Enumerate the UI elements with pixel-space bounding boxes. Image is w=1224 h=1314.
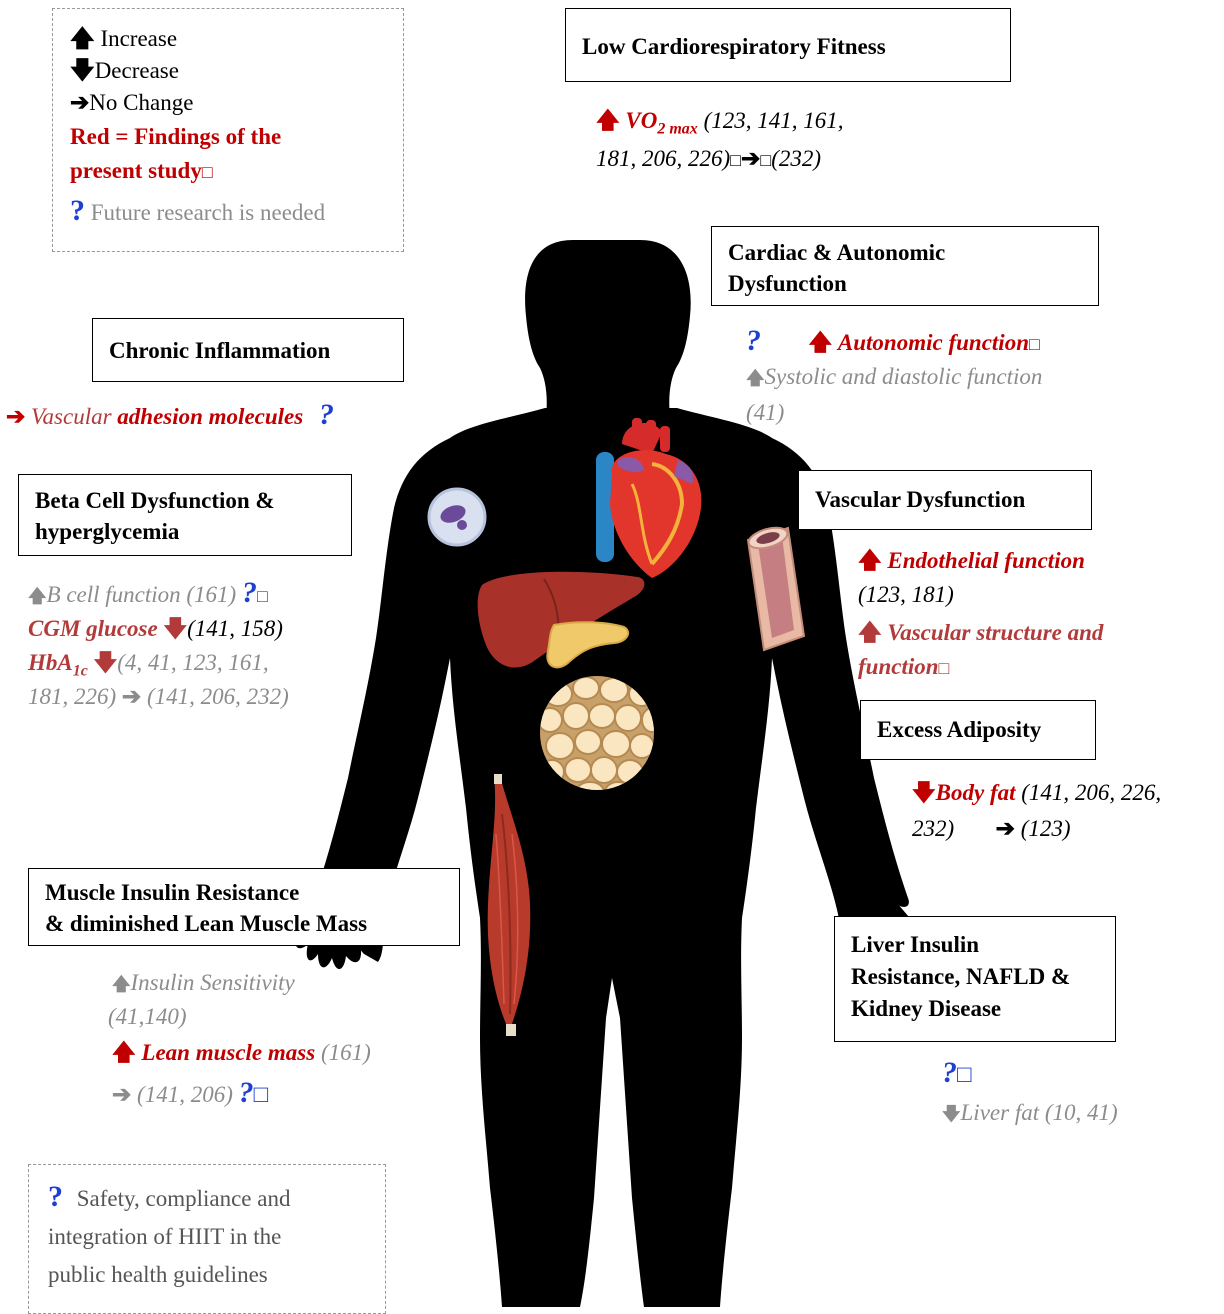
low-fitness-title: Low Cardiorespiratory Fitness: [582, 34, 886, 59]
up-arrow-icon: 🡅: [596, 108, 620, 133]
up-arrow-icon: 🡅: [70, 26, 95, 52]
autonomic-line: ? 🡅 Autonomic function□: [746, 324, 1040, 361]
up-arrow-icon: 🡅: [112, 974, 131, 994]
question-icon: ?: [746, 324, 761, 357]
up-arrow-icon: 🡅: [28, 586, 47, 606]
legend-increase: 🡅 Increase: [70, 22, 177, 56]
lean-nochange-line: ➔ (141, 206) ?□: [112, 1076, 268, 1112]
fat-cells-icon: [538, 674, 656, 792]
question-icon: ?: [70, 194, 85, 227]
safety-line1: ? Safety, compliance and: [48, 1180, 290, 1216]
up-arrow-icon: 🡅: [809, 330, 833, 355]
question-icon: ?: [48, 1180, 63, 1213]
insulin-sensitivity-line: 🡅Insulin Sensitivity: [112, 966, 295, 1001]
lean-mass-line: 🡅 Lean muscle mass (161): [112, 1036, 371, 1070]
up-arrow-icon: 🡅: [858, 620, 882, 645]
up-arrow-icon: 🡅: [858, 548, 882, 573]
safety-line2: integration of HIIT in the: [48, 1220, 281, 1254]
down-arrow-icon: 🡇: [70, 58, 95, 84]
right-arrow-icon: ➔: [112, 1082, 131, 1107]
systolic-line: 🡅Systolic and diastolic function: [746, 360, 1042, 395]
systolic-refs: (41): [746, 396, 784, 430]
legend-decrease: 🡇Decrease: [70, 54, 179, 88]
right-arrow-icon: ➔: [996, 816, 1015, 841]
vascular-box: Vascular Dysfunction: [798, 470, 1092, 530]
beta-cell-box: Beta Cell Dysfunction & hyperglycemia: [18, 474, 352, 556]
bcell-line: 🡅B cell function (161) ?□: [28, 576, 268, 613]
immune-cell-icon: [426, 486, 488, 548]
up-arrow-icon: 🡅: [746, 368, 765, 388]
low-fitness-box: Low Cardiorespiratory Fitness: [565, 8, 1011, 82]
right-arrow-icon: ➔: [122, 684, 141, 709]
adiposity-box: Excess Adiposity: [860, 700, 1096, 760]
endothelial-line: 🡅 Endothelial function: [858, 544, 1085, 578]
structure-line1: 🡅 Vascular structure and: [858, 616, 1103, 650]
structure-line2: function□: [858, 650, 949, 685]
legend-red-line2: present study□: [70, 154, 213, 189]
legend-no-change: ➔No Change: [70, 86, 193, 120]
muscle-box: Muscle Insulin Resistance & diminished L…: [28, 868, 460, 946]
cgm-line: CGM glucose 🡇(141, 158): [28, 612, 283, 646]
vessel-icon: [738, 526, 808, 652]
question-icon: ?: [319, 398, 334, 431]
question-icon: ?: [942, 1056, 957, 1089]
question-icon: ?: [242, 576, 257, 609]
up-arrow-icon: 🡅: [112, 1040, 136, 1065]
down-arrow-icon: 🡇: [912, 780, 936, 805]
safety-line3: public health guidelines: [48, 1258, 268, 1292]
down-arrow-icon: 🡇: [94, 650, 118, 675]
hba1c-line2: 181, 226) ➔ (141, 206, 232): [28, 680, 289, 714]
endothelial-refs: (123, 181): [858, 578, 954, 612]
question-icon: ?: [239, 1076, 254, 1109]
legend-red-line1: Red = Findings of the: [70, 120, 281, 154]
heart-icon: [582, 414, 710, 582]
liver-fat-line: 🡇Liver fat (10, 41): [942, 1096, 1118, 1131]
legend-future: ? Future research is needed: [70, 194, 325, 230]
liver-icon: [474, 565, 652, 677]
body-fat-line: 🡇Body fat (141, 206, 226,: [912, 776, 1161, 810]
vo2max-line1: 🡅 VO2 max (123, 141, 161,: [596, 104, 843, 147]
liver-question: ?□: [942, 1056, 972, 1092]
inflammation-line: ➔ Vascular adhesion molecules ?: [6, 398, 334, 434]
muscle-icon: [480, 774, 542, 1036]
right-arrow-icon: ➔: [6, 404, 25, 429]
inflammation-box: Chronic Inflammation: [92, 318, 404, 382]
insulin-sensitivity-refs: (41,140): [108, 1000, 187, 1034]
liver-box: Liver Insulin Resistance, NAFLD & Kidney…: [834, 916, 1116, 1042]
vo2max-line2: 181, 206, 226)□➔□(232): [596, 142, 821, 177]
down-arrow-icon: 🡇: [163, 616, 187, 641]
body-fat-line2: 232) ➔ (123): [912, 812, 1071, 846]
right-arrow-icon: ➔: [741, 146, 760, 171]
right-arrow-icon: ➔: [70, 90, 89, 115]
down-arrow-icon: 🡇: [942, 1104, 961, 1124]
cardiac-box: Cardiac & Autonomic Dysfunction: [711, 226, 1099, 306]
